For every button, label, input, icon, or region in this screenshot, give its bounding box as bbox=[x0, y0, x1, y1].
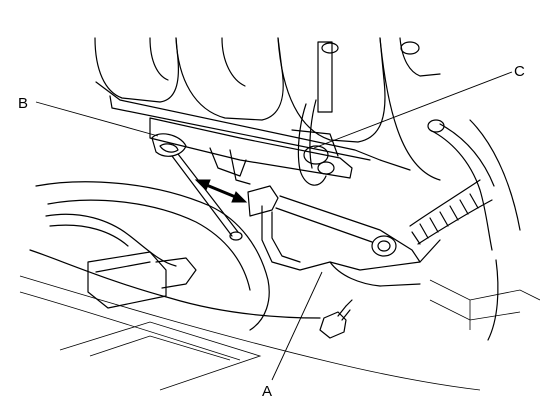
direction-arrow bbox=[194, 179, 248, 203]
hoses bbox=[29, 181, 321, 331]
callout-c-label: C bbox=[514, 63, 525, 80]
intake-manifold bbox=[94, 37, 441, 181]
callout-b-label: B bbox=[18, 95, 28, 112]
wire-harness bbox=[409, 119, 521, 341]
engine-body bbox=[19, 275, 540, 391]
callout-a-label: A bbox=[262, 383, 272, 400]
dipstick bbox=[151, 133, 243, 241]
leader-lines bbox=[35, 71, 513, 381]
bolt bbox=[319, 299, 353, 339]
bracket bbox=[247, 185, 441, 287]
fuel-rail bbox=[149, 41, 353, 186]
